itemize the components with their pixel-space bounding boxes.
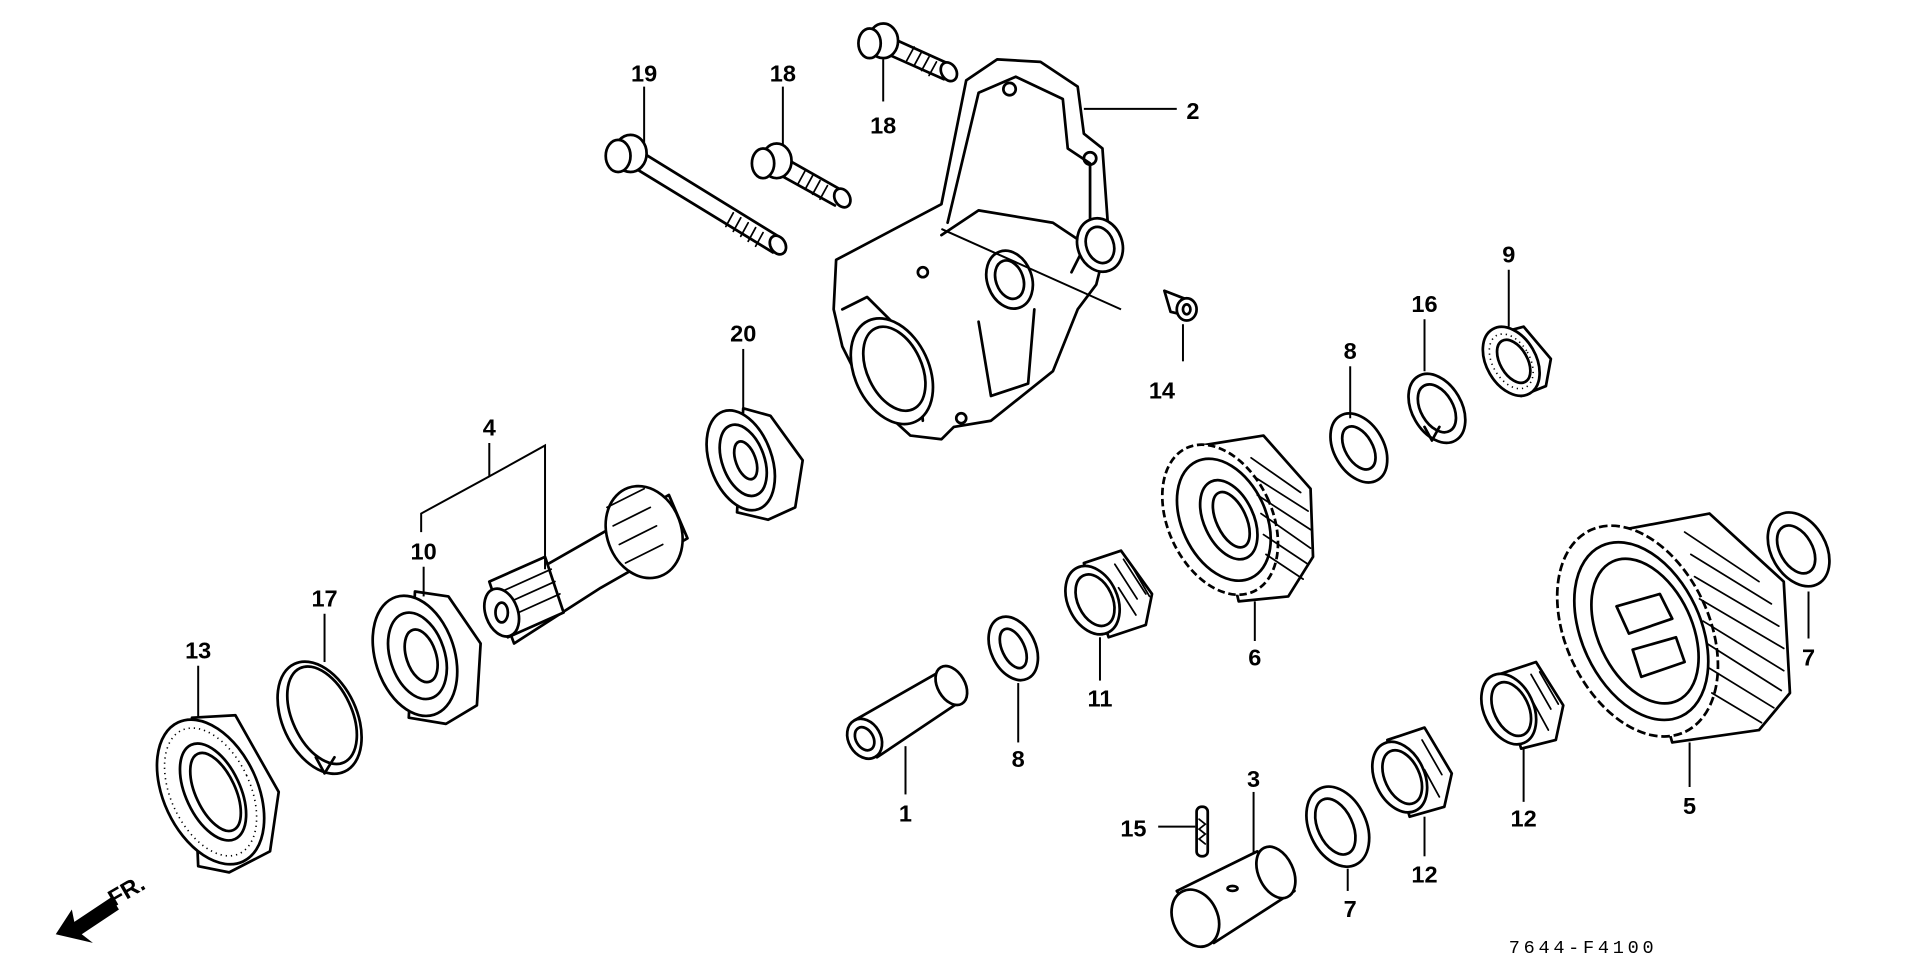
callout-4[interactable]: 4: [483, 415, 496, 441]
shaft-3[interactable]: [1163, 840, 1304, 954]
circlip-16[interactable]: [1397, 364, 1477, 453]
circlip-17[interactable]: [261, 648, 379, 787]
gear-case-housing-2[interactable]: [832, 58, 1131, 441]
needle-bearing-12-right[interactable]: [1471, 660, 1565, 753]
callout-8[interactable]: 8: [1012, 746, 1025, 772]
callout-14[interactable]: 14: [1149, 377, 1175, 403]
bolt-18-top[interactable]: [857, 22, 960, 85]
bolt-18-middle[interactable]: [750, 142, 854, 211]
collar-1[interactable]: [840, 661, 974, 765]
ball-bearing-20[interactable]: [694, 401, 805, 522]
countershaft-assembly-4[interactable]: [478, 475, 695, 645]
callout-18[interactable]: 18: [870, 113, 896, 139]
callout-2[interactable]: 2: [1186, 98, 1199, 124]
needle-bearing-12-lower[interactable]: [1362, 726, 1454, 822]
thrust-washer-7-bottom[interactable]: [1294, 776, 1381, 876]
callout-17[interactable]: 17: [311, 585, 337, 611]
callout-8[interactable]: 8: [1344, 338, 1357, 364]
callout-9[interactable]: 9: [1502, 241, 1515, 267]
oil-seal-9[interactable]: [1471, 317, 1553, 406]
callout-18[interactable]: 18: [770, 61, 796, 87]
callout-7[interactable]: 7: [1344, 896, 1357, 922]
callout-15[interactable]: 15: [1120, 816, 1146, 842]
thrust-washer-8-lower[interactable]: [979, 609, 1048, 688]
callout-6[interactable]: 6: [1248, 645, 1261, 671]
callout-5[interactable]: 5: [1683, 793, 1696, 819]
callout-1[interactable]: 1: [899, 801, 912, 827]
callout-12[interactable]: 12: [1411, 861, 1437, 887]
callout-10[interactable]: 10: [411, 538, 437, 564]
oil-seal-13[interactable]: [135, 703, 285, 882]
needle-bearing-11[interactable]: [1055, 549, 1154, 643]
callout-12[interactable]: 12: [1511, 806, 1537, 832]
thrust-washer-8-upper[interactable]: [1319, 403, 1399, 492]
thrust-washer-7-right[interactable]: [1755, 502, 1842, 598]
callout-13[interactable]: 13: [185, 637, 211, 663]
front-arrow-icon: [55, 897, 119, 943]
gear-5[interactable]: [1525, 500, 1792, 763]
dowel-pin-14[interactable]: [1163, 289, 1198, 322]
spring-pin-15[interactable]: [1195, 805, 1210, 858]
ball-bearing-10[interactable]: [358, 585, 482, 727]
callout-19[interactable]: 19: [631, 61, 657, 87]
bolt-19[interactable]: [604, 133, 790, 257]
callout-16[interactable]: 16: [1411, 291, 1437, 317]
callout-7[interactable]: 7: [1802, 645, 1815, 671]
diagram-code: 7644-F4100: [1509, 938, 1658, 959]
gear-6[interactable]: [1139, 426, 1315, 613]
callout-11[interactable]: 11: [1088, 686, 1113, 712]
callouts: 19 18 18 2 14 20 9 16 8 4 10 17 13 6 11 …: [185, 61, 1815, 922]
callout-3[interactable]: 3: [1247, 766, 1260, 792]
leader-lines: [197, 59, 1810, 891]
callout-20[interactable]: 20: [730, 321, 756, 347]
